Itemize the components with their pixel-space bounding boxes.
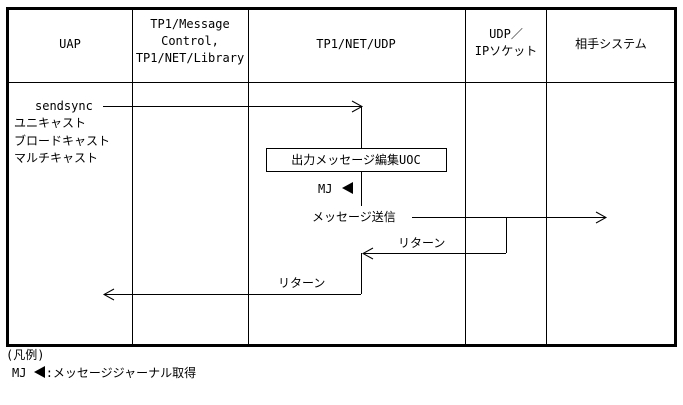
legend-mj-desc: :メッセージジャーナル取得 (45, 366, 197, 380)
arrowhead-send-message (595, 211, 608, 224)
header-udp-ip-line1: UDP／ (489, 27, 523, 41)
label-return-1: リターン (398, 236, 445, 250)
label-send-message: メッセージ送信 (312, 209, 396, 224)
header-tp1-net-udp: TP1/NET/UDP (316, 37, 395, 51)
header-uap: UAP (59, 37, 81, 51)
legend-mj-row: MJ :メッセージジャーナル取得 (12, 366, 196, 381)
label-sendsync: sendsync (35, 99, 93, 113)
arrowhead-return-2 (102, 288, 115, 301)
header-tp1-message-line1: TP1/Message (150, 17, 229, 31)
header-tp1-message-line3: TP1/NET/Library (136, 51, 244, 65)
diagram-frame (6, 7, 677, 347)
legend-mj-prefix: MJ (12, 366, 27, 380)
header-partner-system: 相手システム (575, 37, 647, 51)
uoc-box (266, 148, 447, 172)
mj-journal-icon (342, 182, 353, 194)
arrowhead-return-1 (361, 247, 374, 260)
label-broadcast: ブロードキャスト (14, 133, 110, 148)
header-tp1-message-line2: Control, (161, 34, 219, 48)
legend-mj-icon (33, 366, 45, 378)
header-udp-ip-line2: IPソケット (475, 44, 537, 58)
mj-label: MJ (318, 182, 332, 196)
legend-title: (凡例) (6, 348, 45, 362)
label-return-2: リターン (278, 276, 325, 290)
uoc-box-label: 出力メッセージ編集UOC (291, 152, 420, 167)
label-unicast: ユニキャスト (14, 116, 86, 130)
label-multicast: マルチキャスト (14, 151, 98, 165)
